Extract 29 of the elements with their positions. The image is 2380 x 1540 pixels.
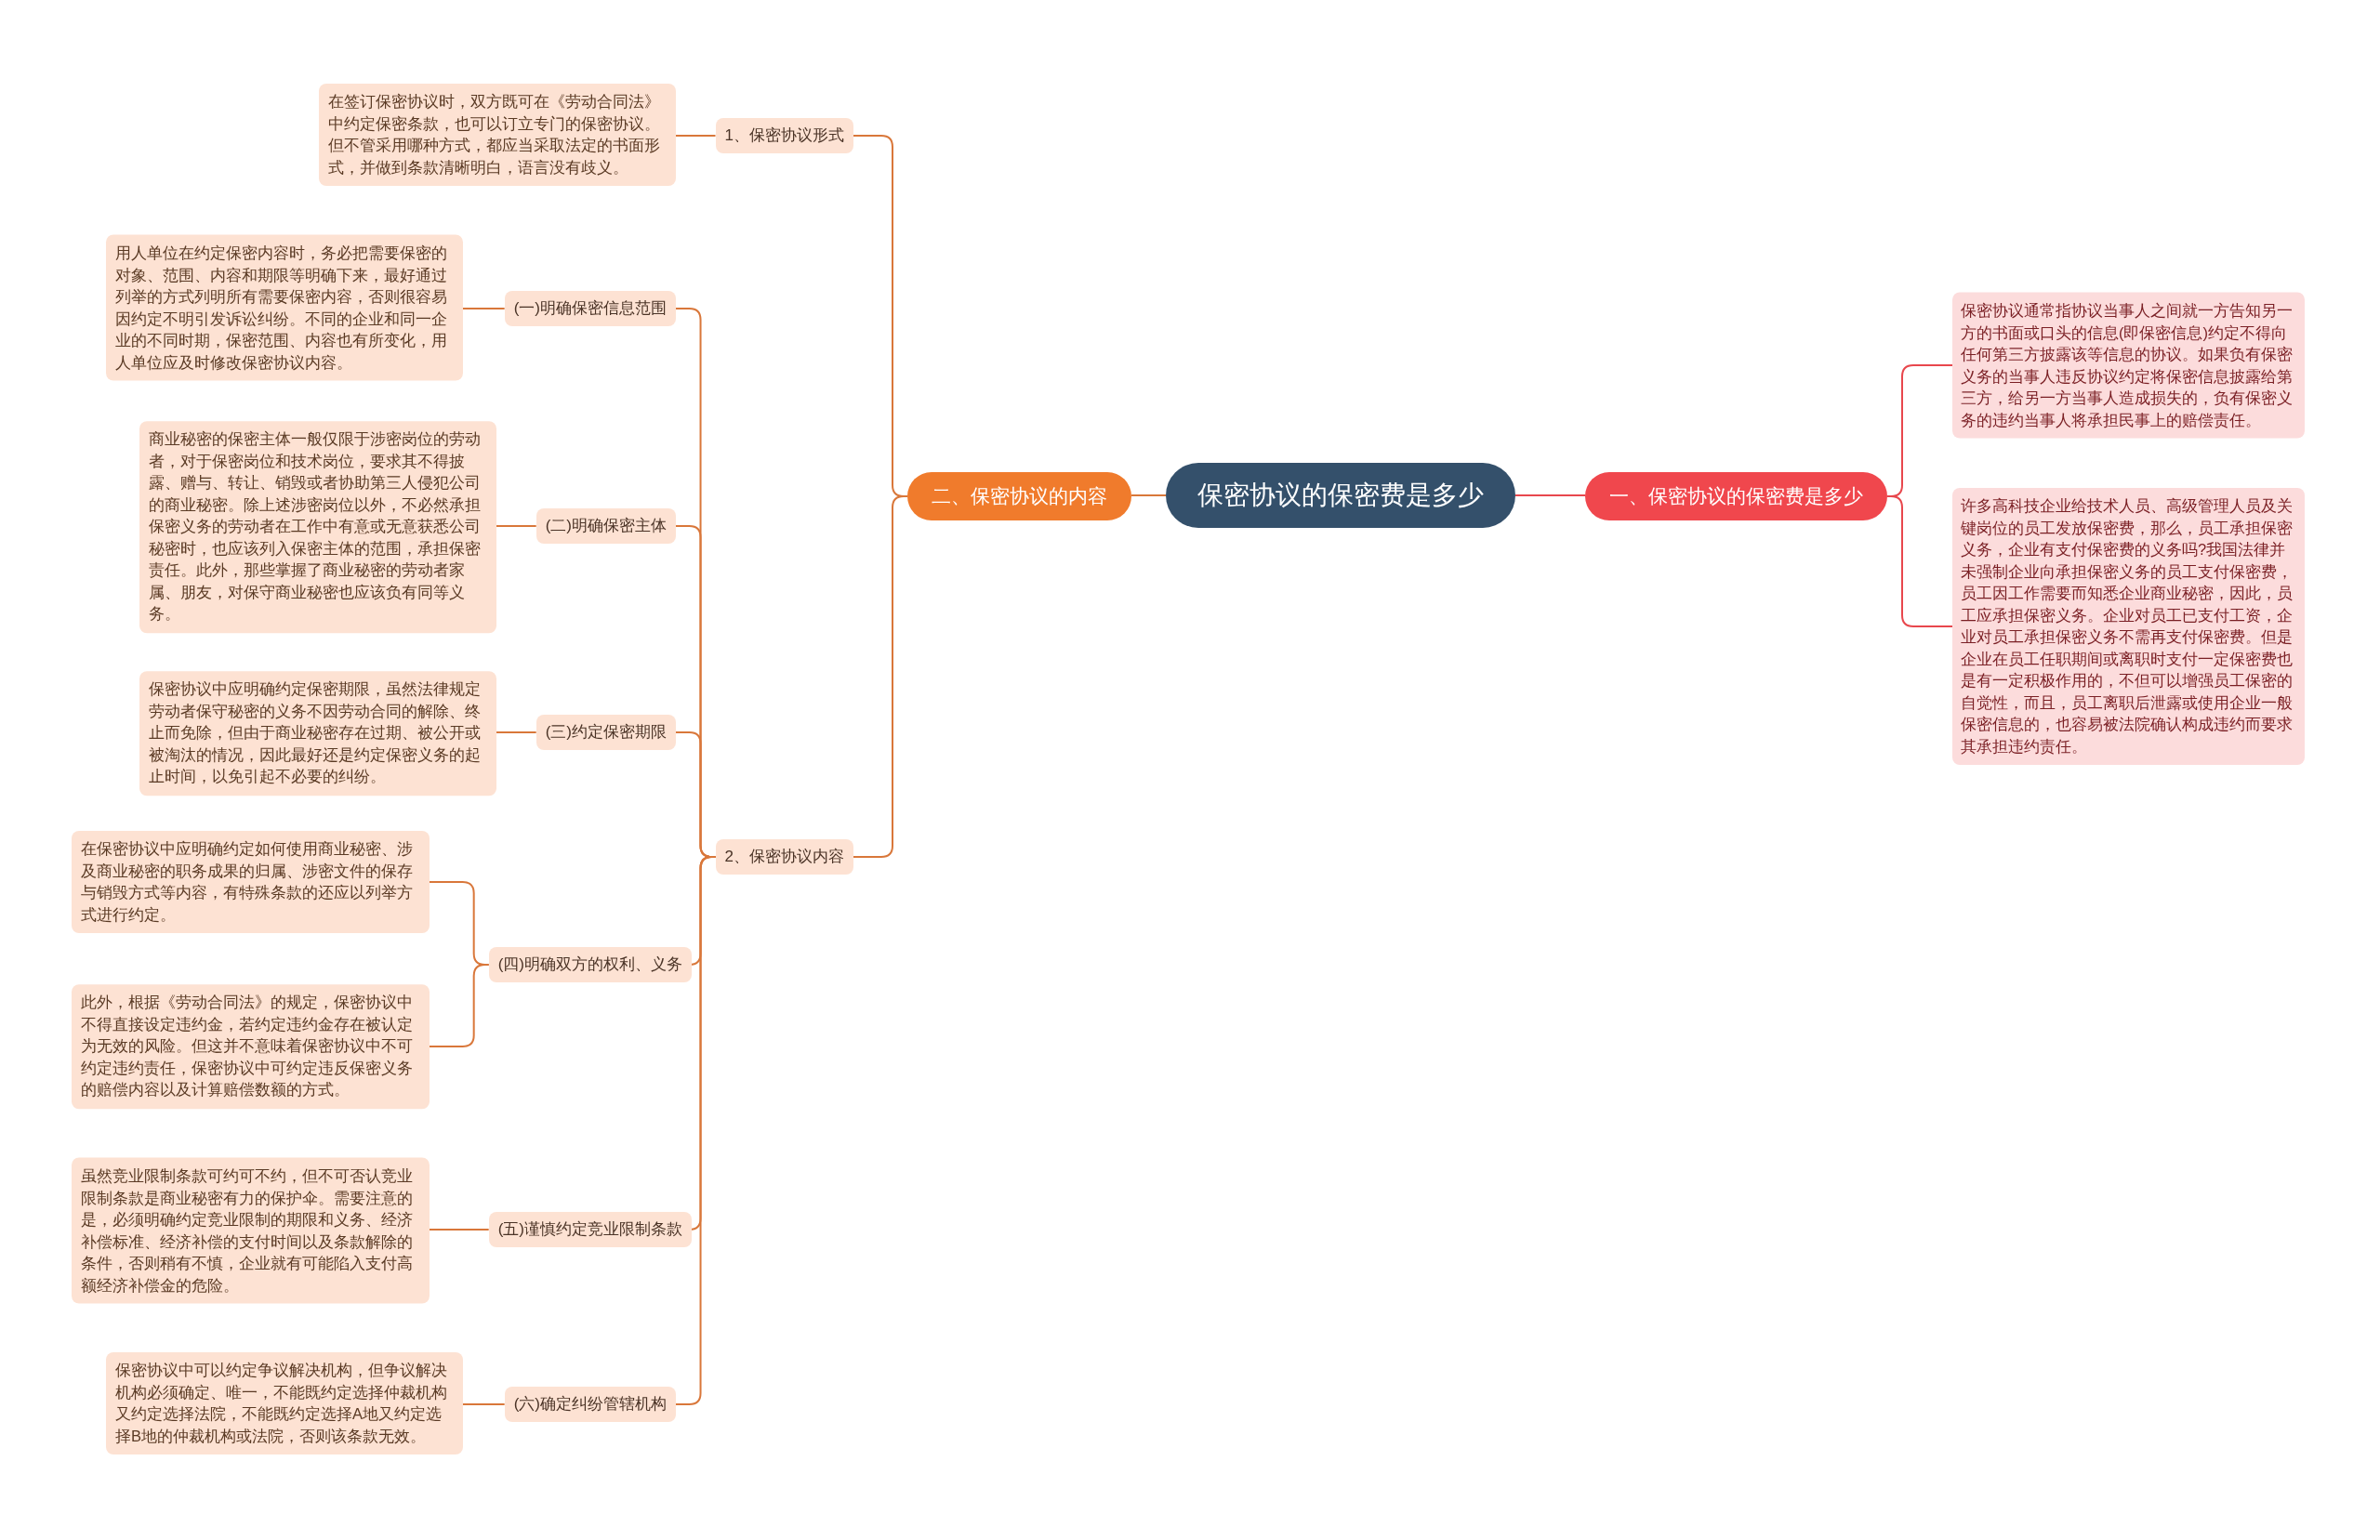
connector-line (1514, 494, 1586, 496)
note-box: 此外，根据《劳动合同法》的规定，保密协议中不得直接设定违约金，若约定违约金存在被认定为无效的风险。但这并不意味着保密协议中不可约定违约责任，保密协议中可约定违反保密义务的赔偿内容以及计算赔偿数额的方式。 (72, 984, 430, 1109)
main-branch: 一、保密协议的保密费是多少 (1585, 472, 1887, 520)
connector-line (496, 731, 537, 733)
main-branch: 二、保密协议的内容 (907, 472, 1131, 520)
connector-line (462, 1403, 506, 1405)
note-box: 保密协议中应明确约定保密期限，虽然法律规定劳动者保守秘密的义务不因劳动合同的解除、终止而免除，但由于商业秘密存在过期、被公开或被淘汰的情况，因此最好还是约定保密义务的起止时间，以免引起不必要的纠纷。 (139, 671, 496, 796)
subtopic-box: (四)明确双方的权利、义务 (488, 947, 692, 982)
connector-line (496, 525, 537, 527)
note-box: 在签订保密协议时，双方既可在《劳动合同法》中约定保密条款，也可以订立专门的保密协议。但不管采用哪种方式，都应当采取法定的书面形式，并做到条款清晰明白，语言没有歧义。 (319, 84, 676, 186)
connector-line (429, 1229, 490, 1231)
note-box: 保密协议中可以约定争议解决机构，但争议解决机构必须确定、唯一，不能既约定选择仲裁机构又约定选择法院，不能既约定选择A地又约定选择B地的仲裁机构或法院，否则该条款无效。 (106, 1352, 463, 1454)
connector-line (675, 135, 717, 137)
subtopic-box: (二)明确保密主体 (536, 508, 676, 544)
note-box: 虽然竞业限制条款可约可不约，但不可否认竞业限制条款是商业秘密有力的保护伞。需要注意的是，必须明确约定竞业限制的期限和义务、经济补偿标准、经济补偿的支付时间以及条款解除的条件，否则稍有不慎，企业就有可能陷入支付高额经济补偿金的危险。 (72, 1157, 430, 1304)
central-topic: 保密协议的保密费是多少 (1166, 463, 1515, 528)
subtopic-box: (三)约定保密期限 (536, 715, 676, 750)
note-box: 用人单位在约定保密内容时，务必把需要保密的对象、范围、内容和期限等明确下来，最好通过列举的方式列明所有需要保密内容，否则很容易因约定不明引发诉讼纠纷。不同的企业和同一企业的不同时期，保密范围、内容也有所变化，用人单位应及时修改保密协议内容。 (106, 234, 463, 381)
note-box: 许多高科技企业给技术人员、高级管理人员及关键岗位的员工发放保密费，那么，员工承担保密义务，企业有支付保密费的义务吗?我国法律并未强制企业向承担保密义务的员工支付保密费，员工因工作需要而知悉企业商业秘密，因此，员工应承担保密义务。企业对员工已支付工资，企业对员工承担保密义务不需再支付保密费。但是企业在员工任职期间或离职时支付一定保密费也是有一定积极作用的，不但可以增强员工保密的自觉性，而且，员工离职后泄露或使用企业一般保密信息的，也容易被法院确认构成违约而要求其承担违约责任。 (1952, 488, 2305, 765)
connector-line (462, 308, 506, 309)
note-box: 商业秘密的保密主体一般仅限于涉密岗位的劳动者，对于保密岗位和技术岗位，要求其不得披露、赠与、转让、销毁或者协助第三人侵犯公司的商业秘密。除上述涉密岗位以外，不必然承担保密义务的劳动者在工作中有意或无意获悉公司秘密时，也应该列入保密主体的范围，承担保密责任。此外，那些掌握了商业秘密的劳动者家属、朋友，对保守商业秘密也应该负有同等义务。 (139, 421, 496, 633)
subtopic-box: 1、保密协议形式 (715, 118, 853, 153)
subtopic-box: (六)确定纠纷管辖机构 (504, 1387, 676, 1422)
note-box: 在保密协议中应明确约定如何使用商业秘密、涉及商业秘密的职务成果的归属、涉密文件的保存与销毁方式等内容，有特殊条款的还应以列举方式进行约定。 (72, 831, 430, 933)
note-box: 保密协议通常指协议当事人之间就一方告知另一方的书面或口头的信息(即保密信息)约定不得向任何第三方披露该等信息的协议。如果负有保密义务的当事人违反协议约定将保密信息披露给第三方，给另一方当事人造成损失的，负有保密义务的违约当事人将承担民事上的赔偿责任。 (1952, 292, 2305, 439)
connector-line (1130, 494, 1167, 496)
subtopic-box: 2、保密协议内容 (715, 839, 853, 875)
subtopic-box: (五)谨慎约定竞业限制条款 (488, 1212, 692, 1247)
subtopic-box: (一)明确保密信息范围 (504, 291, 676, 326)
